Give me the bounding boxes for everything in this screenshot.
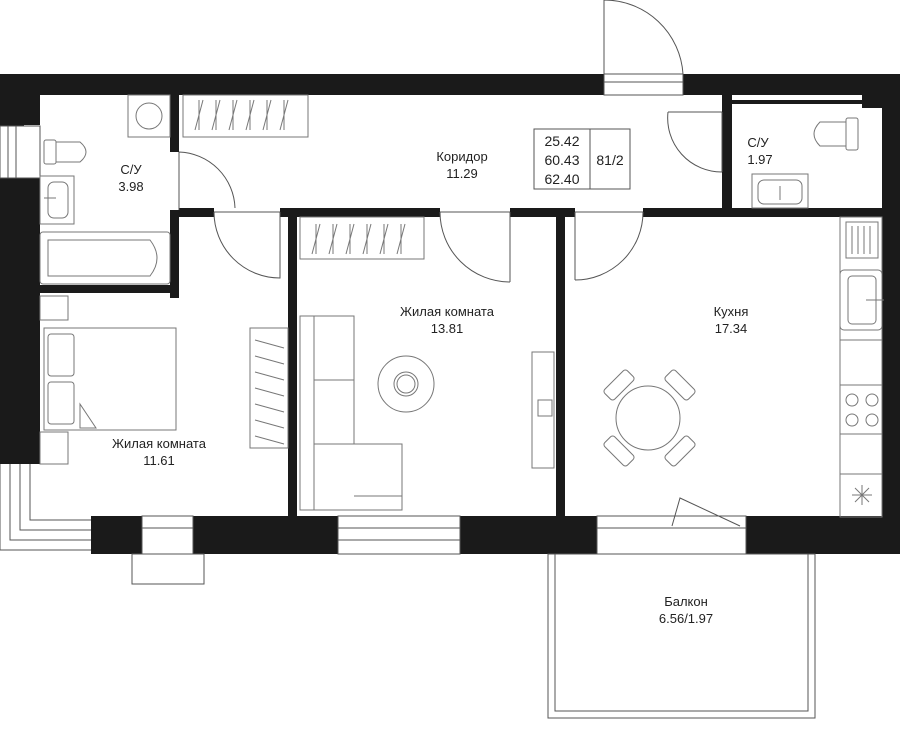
doors bbox=[178, 0, 741, 527]
room-area-living-2: 13.81 bbox=[431, 321, 464, 336]
total-with-balcony-value: 62.40 bbox=[544, 171, 579, 187]
room-labels: С/У 3.98 Коридор 11.29 С/У 1.97 Жилая ко… bbox=[112, 135, 773, 626]
interior-walls bbox=[40, 95, 882, 516]
area-summary-box: 25.42 60.43 62.40 81/2 bbox=[533, 128, 631, 190]
room-area-corridor: 11.29 bbox=[446, 166, 478, 181]
exterior-walls bbox=[0, 74, 900, 554]
snowflake-icon bbox=[852, 485, 872, 505]
windows bbox=[0, 73, 747, 585]
hangers-living bbox=[311, 223, 406, 255]
total-area-value: 60.43 bbox=[544, 152, 579, 168]
room-name-living-1: Жилая комната bbox=[112, 436, 207, 451]
room-area-bath-left: 3.98 bbox=[118, 179, 143, 194]
balcony bbox=[547, 553, 816, 719]
room-area-living-1: 11.61 bbox=[143, 453, 175, 468]
room-name-balcony: Балкон bbox=[664, 594, 708, 609]
room-name-bath-left: С/У bbox=[120, 162, 142, 177]
room-name-kitchen: Кухня bbox=[714, 304, 749, 319]
room-name-corridor: Коридор bbox=[436, 149, 487, 164]
fixtures bbox=[39, 94, 884, 518]
room-area-bath-right: 1.97 bbox=[747, 152, 772, 167]
hangers-corridor bbox=[194, 99, 289, 131]
room-area-kitchen: 17.34 bbox=[715, 321, 748, 336]
living-area-value: 25.42 bbox=[544, 133, 579, 149]
room-area-balcony: 6.56/1.97 bbox=[659, 611, 713, 626]
room-name-bath-right: С/У bbox=[747, 135, 769, 150]
room-name-living-2: Жилая комната bbox=[400, 304, 495, 319]
hangers-bedroom bbox=[254, 339, 285, 445]
apartment-number: 81/2 bbox=[596, 152, 623, 168]
